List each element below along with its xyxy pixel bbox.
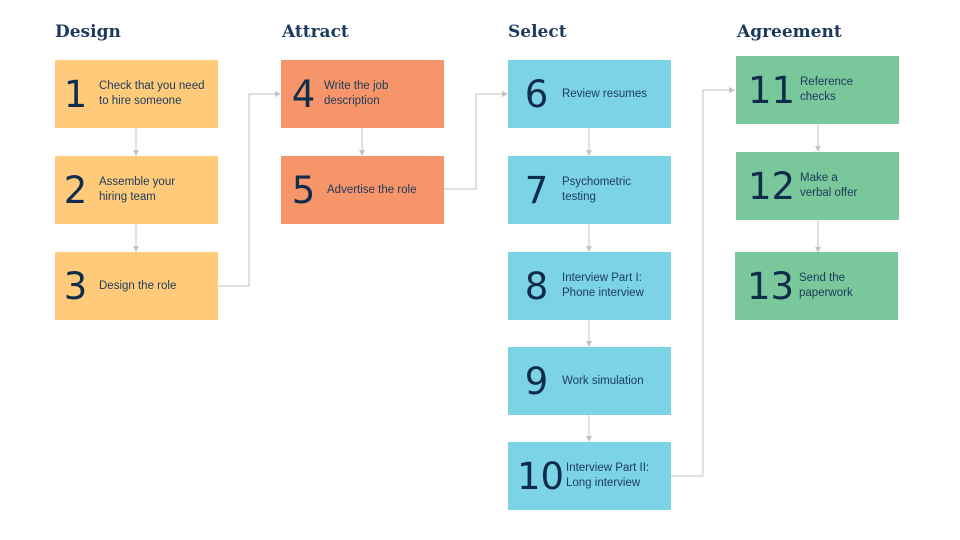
step-number: 10 bbox=[517, 454, 565, 498]
step-8-box: 8 Interview Part I: Phone interview bbox=[508, 252, 671, 320]
step-5-box: 5 Advertise the role bbox=[281, 156, 444, 224]
step-1-box: 1 Check that you need to hire someone bbox=[55, 60, 218, 128]
step-label: Psychometric testing bbox=[562, 176, 632, 203]
step-label: Review resumes bbox=[562, 87, 647, 100]
connector-5-6 bbox=[444, 91, 508, 190]
step-number: 5 bbox=[291, 168, 316, 212]
step-number: 8 bbox=[524, 264, 549, 308]
column-title-agreement: Agreement bbox=[737, 22, 842, 42]
column-title-design: Design bbox=[55, 22, 121, 42]
step-label: Work simulation bbox=[562, 374, 644, 387]
step-label: Write the job description bbox=[324, 80, 389, 107]
step-13-box: 13 Send the paperwork bbox=[735, 252, 898, 320]
step-3-box: 3 Design the role bbox=[55, 252, 218, 320]
step-number: 1 bbox=[63, 72, 88, 116]
step-number: 3 bbox=[63, 264, 88, 308]
step-9-box: 9 Work simulation bbox=[508, 347, 671, 415]
column-title-attract: Attract bbox=[282, 22, 349, 42]
step-label: Advertise the role bbox=[327, 183, 417, 196]
step-number: 13 bbox=[747, 264, 795, 308]
step-number: 7 bbox=[524, 168, 549, 212]
step-7-box: 7 Psychometric testing bbox=[508, 156, 671, 224]
step-label: Send the paperwork bbox=[799, 272, 853, 299]
step-12-box: 12 Make a verbal offer bbox=[736, 152, 899, 220]
step-11-box: 11 Reference checks bbox=[736, 56, 899, 124]
step-number: 11 bbox=[748, 68, 796, 112]
step-number: 4 bbox=[291, 72, 316, 116]
step-label: Design the role bbox=[99, 279, 177, 292]
step-label: Check that you need to hire someone bbox=[99, 80, 205, 107]
step-4-box: 4 Write the job description bbox=[281, 60, 444, 128]
connector-3-4 bbox=[218, 91, 281, 287]
step-10-box: 10 Interview Part II: Long interview bbox=[508, 442, 671, 510]
step-number: 6 bbox=[524, 72, 549, 116]
step-label: Assemble your hiring team bbox=[99, 176, 176, 203]
column-title-select: Select bbox=[508, 22, 567, 42]
step-label: Interview Part I: Phone interview bbox=[562, 272, 644, 299]
step-label: Make a verbal offer bbox=[800, 172, 858, 199]
step-number: 2 bbox=[63, 168, 88, 212]
step-number: 12 bbox=[748, 164, 796, 208]
step-2-box: 2 Assemble your hiring team bbox=[55, 156, 218, 224]
connector-10-11 bbox=[670, 87, 735, 477]
step-6-box: 6 Review resumes bbox=[508, 60, 671, 128]
step-number: 9 bbox=[524, 359, 549, 403]
step-label: Interview Part II: Long interview bbox=[566, 462, 650, 489]
step-label: Reference checks bbox=[800, 76, 854, 103]
